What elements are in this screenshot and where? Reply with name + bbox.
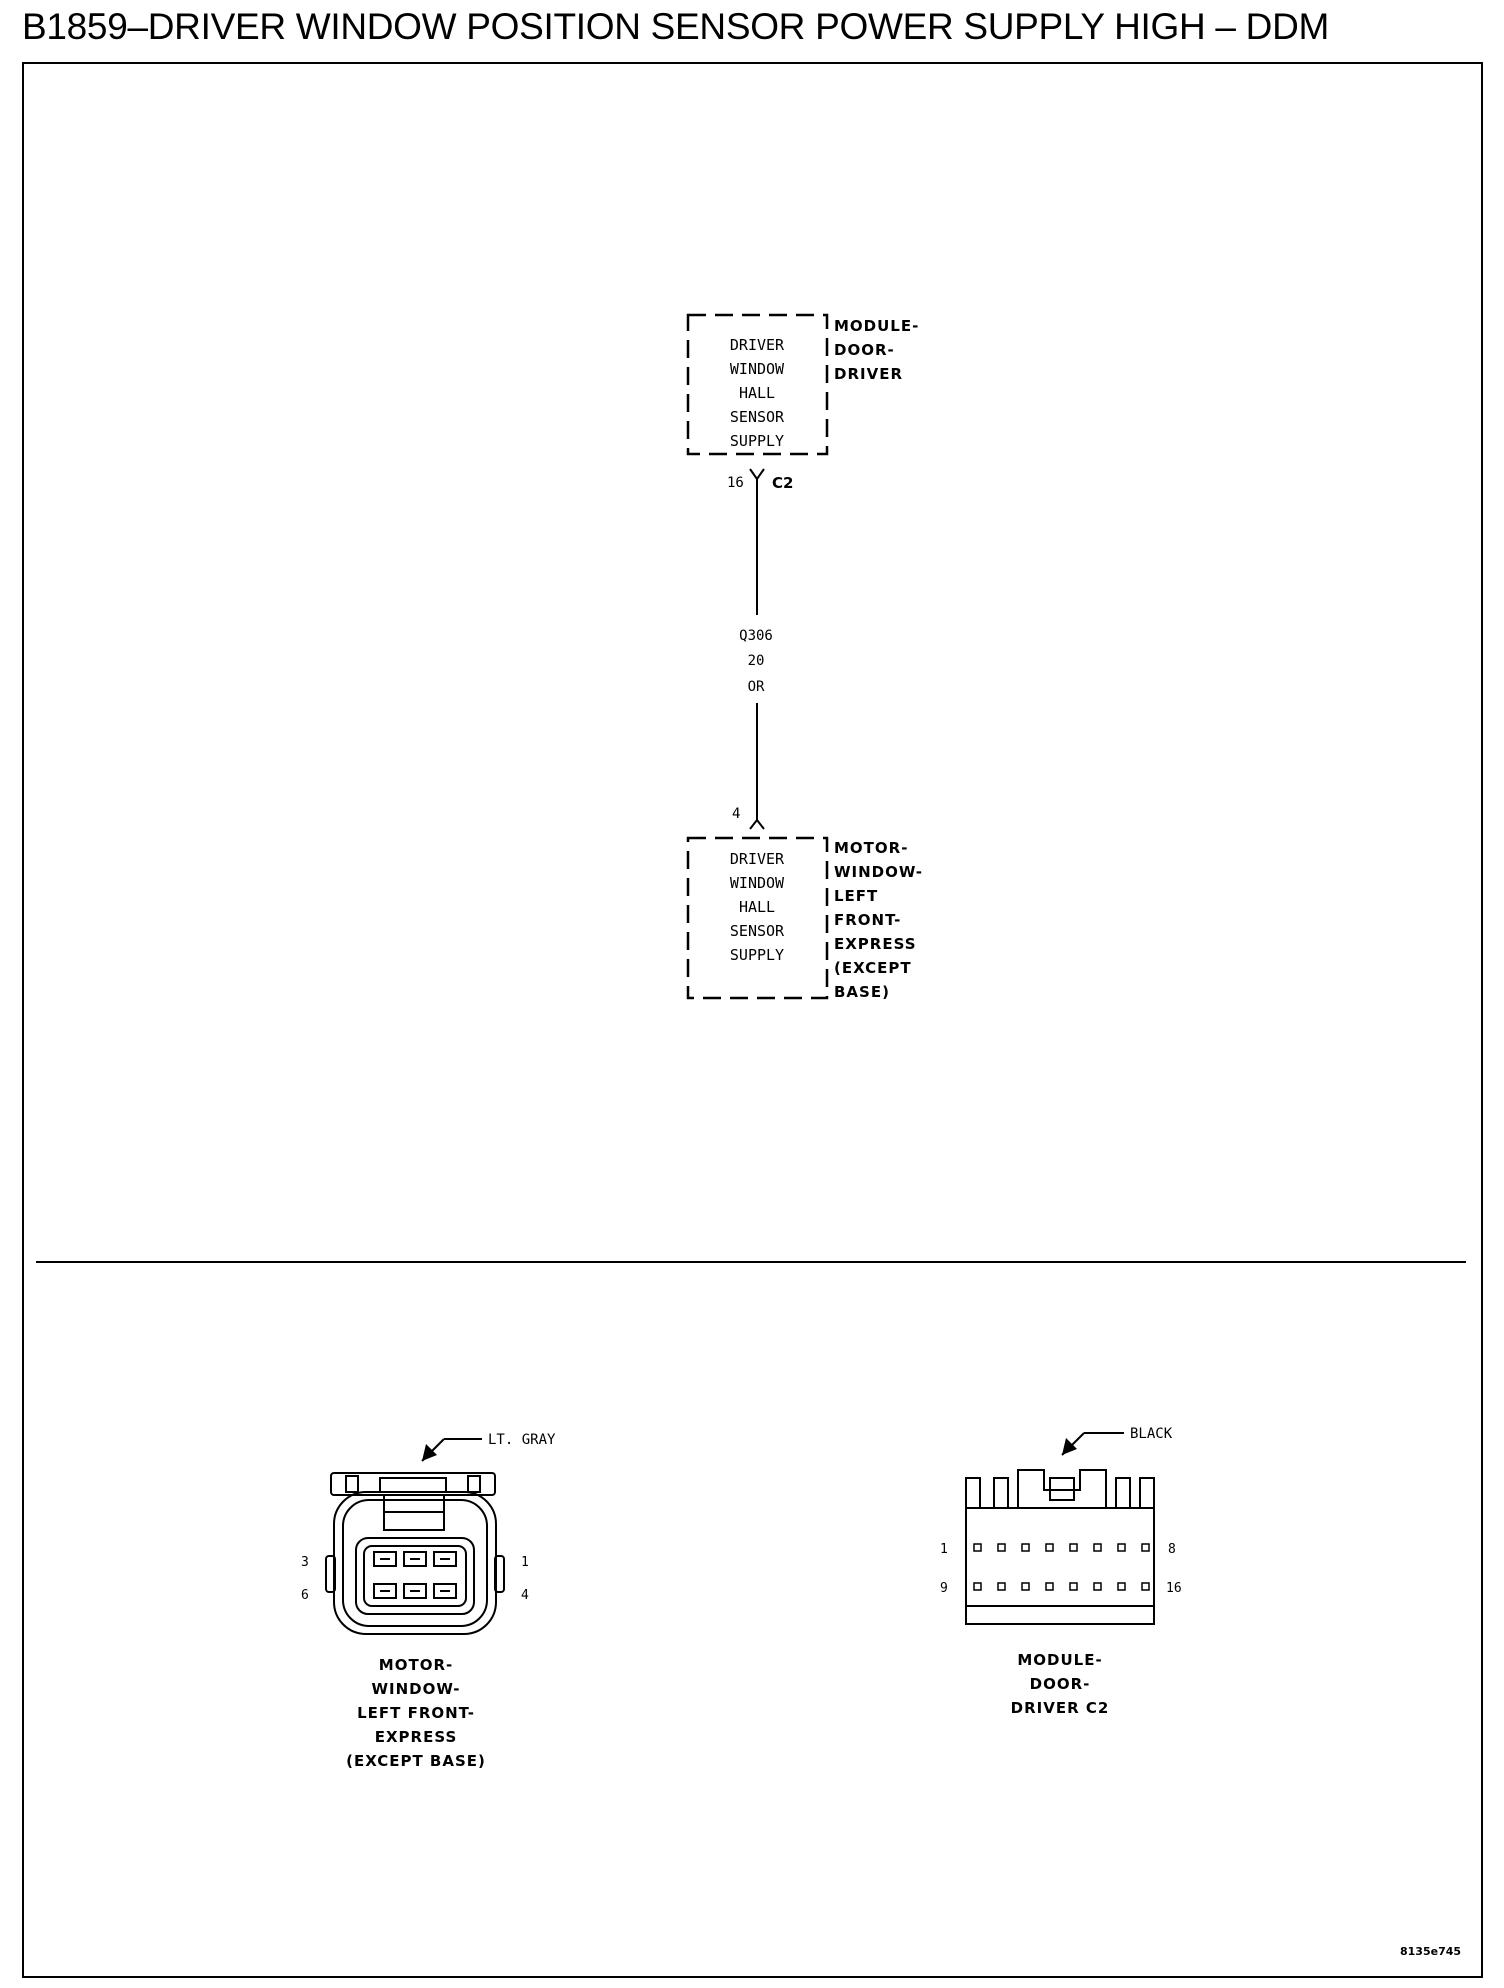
motor-box-line: WINDOW [730,874,785,892]
module-connector-caption-line: DOOR- [1030,1675,1091,1693]
module-name-line: DRIVER [834,365,903,383]
module-connector-cavities [973,1543,1150,1591]
module-connector-view [965,1432,1155,1625]
motor-box-line: HALL [739,898,775,916]
module-connector-caption-line: MODULE- [1017,1651,1102,1669]
motor-pin-number: 4 [732,806,740,822]
module-connector-pin-label: 16 [1166,1581,1182,1596]
module-box-line: WINDOW [730,360,785,378]
wire-gauge: 20 [748,653,765,669]
module-door-driver-component: DRIVER WINDOW HALL SENSOR SUPPLY MODULE-… [686,313,919,456]
motor-connector-caption-line: EXPRESS [375,1728,458,1746]
module-dashed-box [686,313,829,456]
motor-connector-pin-label: 6 [301,1588,309,1603]
module-terminal [749,468,765,480]
module-connector-color-label: BLACK [1130,1426,1173,1442]
motor-dashed-box [686,836,829,1000]
motor-connector-caption-line: LEFT FRONT- [357,1704,475,1722]
motor-connector-caption-line: (EXCEPT BASE) [346,1752,486,1770]
module-pin-number: 16 [727,475,744,491]
module-box-line: SUPPLY [730,432,784,450]
motor-connector-pin-label: 1 [521,1555,529,1570]
motor-window-component: DRIVER WINDOW HALL SENSOR SUPPLY MOTOR- … [686,836,923,1001]
module-box-line: SENSOR [730,408,785,426]
motor-name-line: BASE) [834,983,890,1001]
module-connector-pin-label: 9 [940,1581,948,1596]
motor-connector-pin-label: 4 [521,1588,529,1603]
motor-name-line: MOTOR- [834,839,908,857]
diagram-border [22,62,1483,1978]
motor-connector-color-label: LT. GRAY [488,1432,556,1448]
motor-name-line: EXPRESS [834,935,917,953]
module-connector-pin-label: 8 [1168,1542,1176,1557]
wire-circuit: Q306 [739,628,773,644]
module-connector-pin-label: 1 [940,1542,948,1557]
motor-terminal [749,819,765,830]
module-connector-caption-line: DRIVER C2 [1011,1699,1110,1717]
page-title: B1859–DRIVER WINDOW POSITION SENSOR POWE… [22,6,1330,47]
module-box-line: DRIVER [730,336,785,354]
module-connector-id: C2 [772,474,793,492]
motor-box-line: DRIVER [730,850,785,868]
module-box-line: HALL [739,384,775,402]
motor-connector-caption-line: WINDOW- [372,1680,461,1698]
motor-name-line: (EXCEPT [834,959,912,977]
figure-id: 8135e745 [1400,1945,1461,1958]
motor-name-line: FRONT- [834,911,901,929]
module-name-line: MODULE- [834,317,919,335]
module-name-line: DOOR- [834,341,895,359]
motor-box-line: SENSOR [730,922,785,940]
wire-color: OR [748,679,765,695]
motor-name-line: LEFT [834,887,878,905]
motor-connector-pin-label: 3 [301,1555,309,1570]
motor-name-line: WINDOW- [834,863,923,881]
motor-connector-view [325,1438,505,1635]
motor-box-line: SUPPLY [730,946,784,964]
motor-connector-caption-line: MOTOR- [379,1656,453,1674]
